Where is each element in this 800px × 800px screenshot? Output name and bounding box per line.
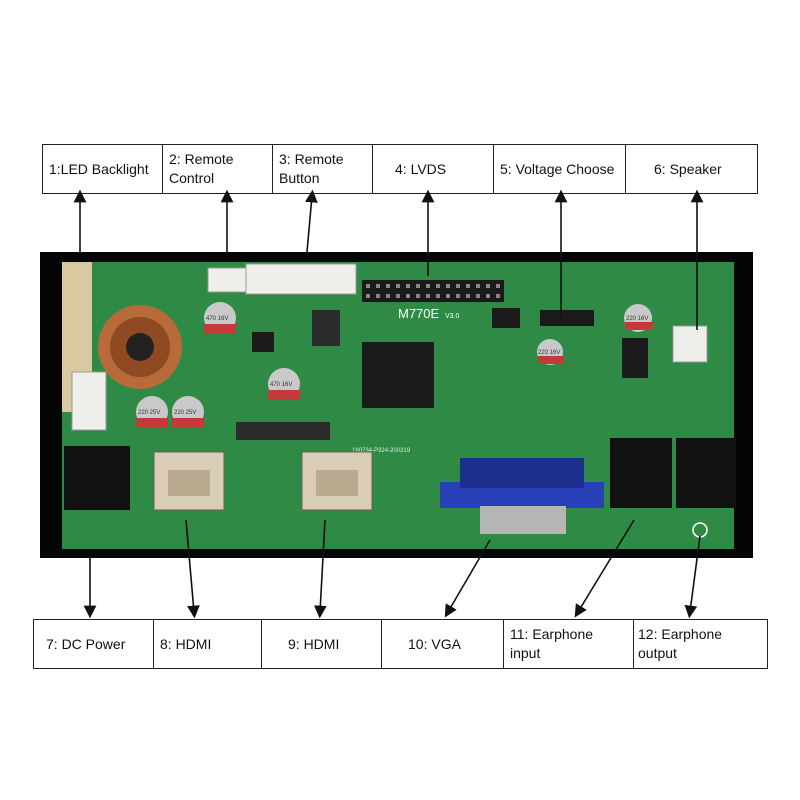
voltage-jumper: [540, 310, 594, 326]
board-photo: M770E V3.0 180734-P324-200319 220 25V 22…: [40, 252, 753, 558]
arrow-earphone-output: [684, 535, 701, 619]
label-led-backlight: 1:LED Backlight: [43, 145, 163, 193]
label-voltage-choose: 5: Voltage Choose: [494, 145, 626, 193]
speaker-connector: [672, 325, 708, 363]
chip-label: M770E: [398, 306, 440, 321]
chip-suffix: V3.0: [445, 313, 460, 320]
remote-button-connector: [245, 263, 357, 295]
label-earphone-input: 11: Earphone input: [504, 620, 634, 668]
top-label-row: 1:LED Backlight 2: Remote Control 3: Rem…: [42, 144, 758, 194]
label-speaker: 6: Speaker: [654, 160, 722, 177]
label-lvds: 4: LVDS: [373, 145, 494, 193]
arrow-vga: [444, 539, 491, 618]
pcb-code: 180734-P324-200319: [352, 448, 411, 454]
pcb-illustration: M770E V3.0 180734-P324-200319 220 25V 22…: [40, 252, 753, 558]
led-backlight-connector: [71, 371, 107, 431]
main-chip: [362, 342, 434, 408]
arrow-earphone-input: [574, 519, 635, 618]
label-dc-power: 7: DC Power: [34, 620, 154, 668]
cap-label-1: 220 25V: [138, 410, 160, 416]
label-hdmi-2: 9: HDMI: [262, 620, 382, 668]
arrow-remote-button: [305, 189, 318, 253]
earphone-output-jack: [676, 438, 736, 508]
earphone-input-jack: [610, 438, 672, 508]
arrow-hdmi-2: [313, 519, 327, 619]
cap-label-4: 470 16V: [270, 382, 292, 388]
dc-power-jack: [64, 446, 130, 510]
label-earphone-output: 12: Earphone output: [638, 626, 723, 661]
bottom-label-row: 7: DC Power 8: HDMI 9: HDMI 10: VGA 11: …: [33, 619, 768, 669]
label-vga: 10: VGA: [382, 620, 504, 668]
remote-control-connector: [207, 267, 249, 293]
arrow-hdmi-1: [185, 519, 200, 619]
label-hdmi-1: 8: HDMI: [154, 620, 262, 668]
cap-label-2: 220 25V: [174, 410, 196, 416]
label-remote-control: 2: Remote Control: [163, 145, 273, 193]
cap-label-3: 470 16V: [206, 316, 228, 322]
cap-label-5: 220 16V: [538, 350, 560, 356]
label-remote-button: 3: Remote Button: [273, 145, 373, 193]
cap-label-6: 220 16V: [626, 316, 648, 322]
